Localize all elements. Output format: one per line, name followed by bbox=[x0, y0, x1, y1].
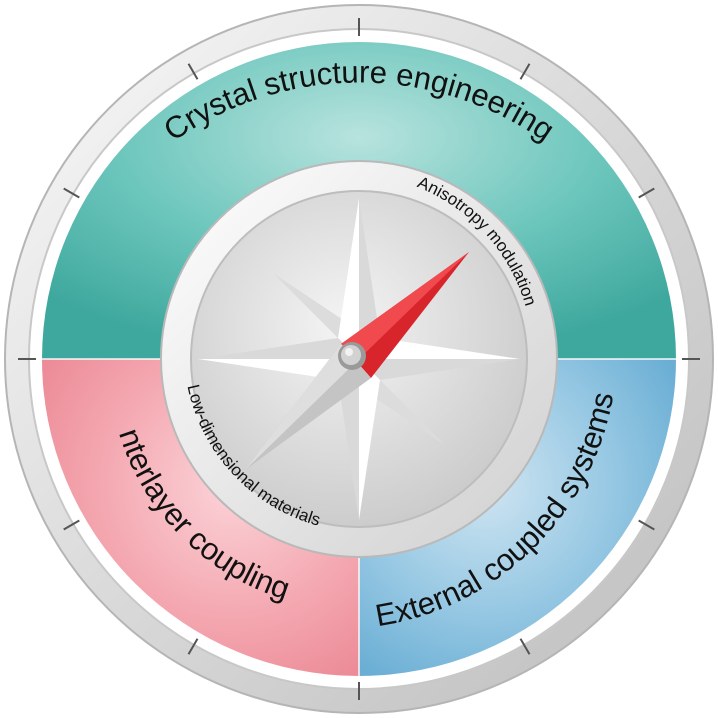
bezel-tick bbox=[638, 187, 655, 199]
bezel-tick bbox=[187, 638, 199, 655]
bezel-ticks bbox=[18, 18, 700, 700]
bezel-tick bbox=[519, 63, 531, 80]
bezel-tick bbox=[63, 187, 80, 199]
bezel-tick bbox=[63, 519, 80, 531]
bezel-tick bbox=[187, 63, 199, 80]
pivot-icon bbox=[338, 342, 366, 370]
bezel-tick bbox=[519, 638, 531, 655]
compass-needle-icon bbox=[245, 252, 469, 470]
bezel-tick bbox=[638, 519, 655, 531]
